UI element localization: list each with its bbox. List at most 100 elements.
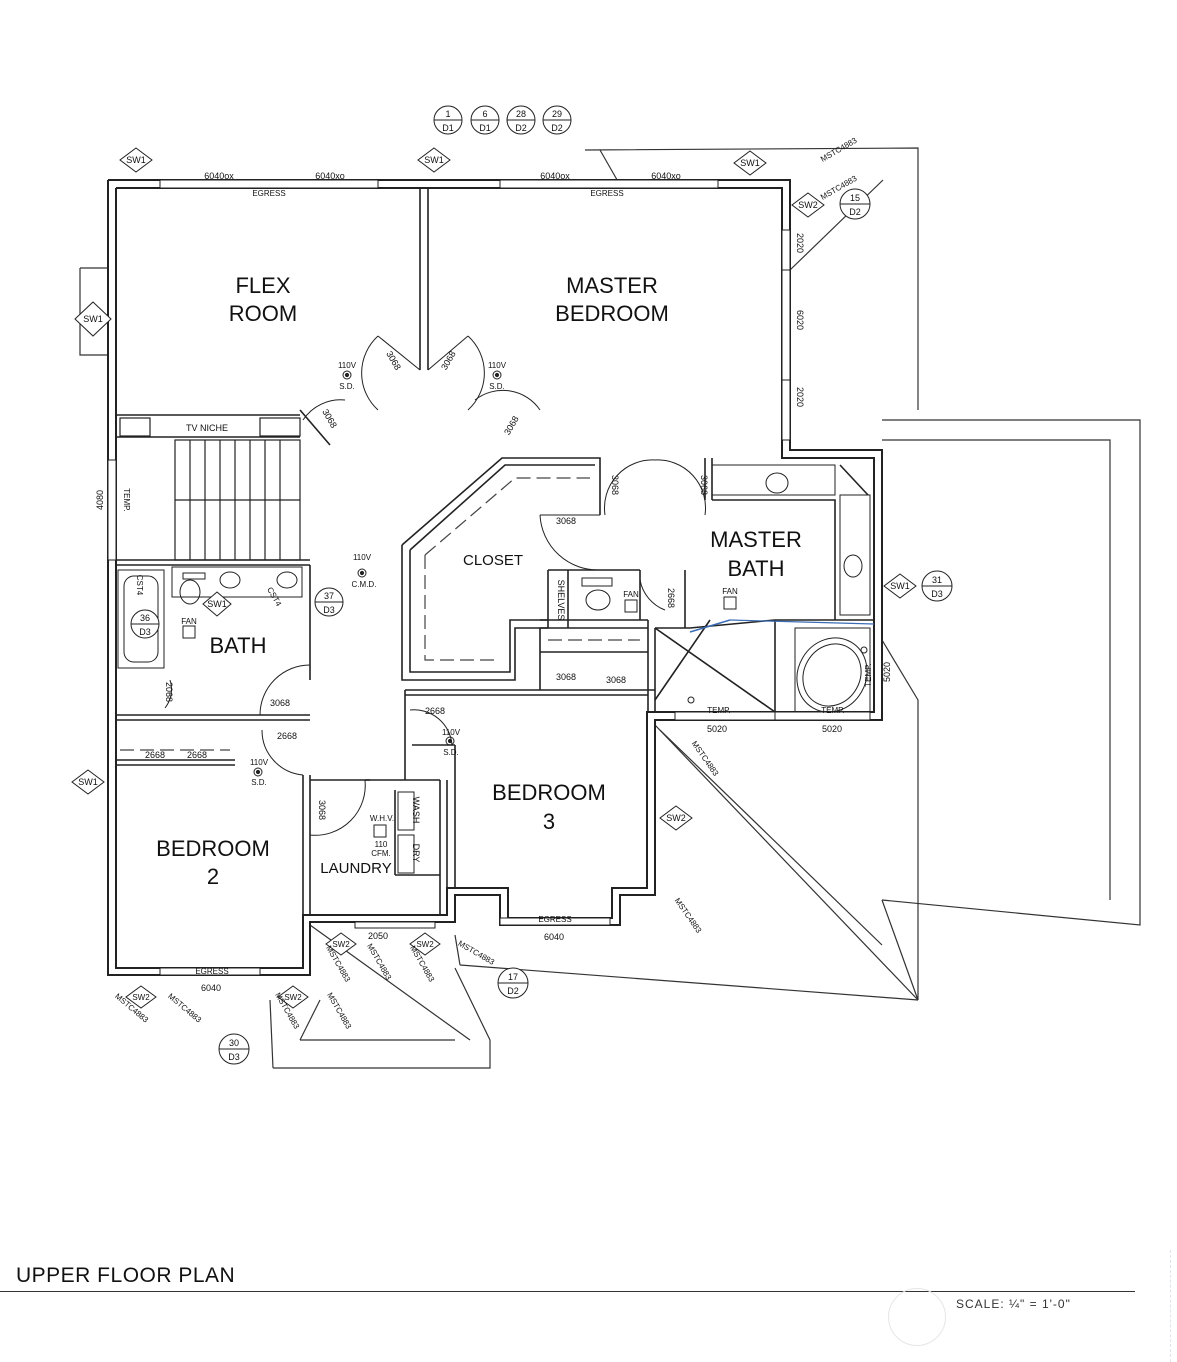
strap-labels: MSTC4883 MSTC4883 MSTC4883 MSTC4883 MSTC… (113, 136, 859, 1031)
cmd-label: C.M.D. (352, 580, 377, 589)
laundry-label: LAUNDRY (320, 860, 391, 877)
temp-label-tub: TEMP. (821, 706, 844, 715)
shear-wall-tags (71, 147, 917, 1009)
mstc-12: MSTC4883 (325, 991, 353, 1031)
sw2-tag-4: SW2 (416, 940, 434, 949)
detail-callouts (130, 105, 953, 1065)
callout-31-num: 31 (932, 575, 942, 585)
door-2668-closet-a: 2668 (145, 750, 165, 760)
win-2050: 2050 (368, 931, 388, 941)
volt-label-2: 110V (488, 361, 507, 370)
door-3068-stair: 3068 (320, 407, 339, 429)
callout-28-num: 28 (516, 109, 526, 119)
fan-label-master-bath: FAN (722, 587, 738, 596)
door-3068-bath: 3068 (270, 698, 290, 708)
egress-label-bed2: EGRESS (195, 967, 228, 976)
door-3068-mb2: 3068 (699, 475, 709, 495)
plumbing-fixtures (117, 464, 871, 874)
master-bedroom-label-1: MASTER (566, 273, 658, 298)
bedroom-2-label-2: 2 (207, 864, 219, 889)
callout-30-sheet: D3 (228, 1052, 240, 1062)
sw1-tag-2: SW1 (424, 155, 444, 165)
detail-callout-text: 1 D1 6 D1 28 D2 29 D2 15 D2 31 D3 36 D3 … (139, 109, 943, 1062)
win-6020: 6020 (795, 310, 805, 330)
callout-1-num: 1 (445, 109, 450, 119)
callout-36-num: 36 (140, 613, 150, 623)
sw1-tag-7: SW1 (78, 777, 98, 787)
edge-mark (1170, 1250, 1177, 1362)
whv-label: W.H.V. (370, 814, 394, 823)
flex-room-label-1: FLEX (235, 273, 290, 298)
cst4-label-1: CST4 (135, 575, 144, 596)
title-rule (0, 1291, 1135, 1292)
cfm-label: CFM. (371, 849, 391, 858)
mstc-4: MSTC4883 (673, 896, 704, 935)
win-6040ox-2: 6040ox (540, 171, 570, 181)
wash-label: WASH (411, 797, 421, 824)
fan-label-bath: FAN (181, 617, 197, 626)
door-2668-bed3: 2668 (425, 706, 445, 716)
sw2-tag-6: SW2 (284, 993, 302, 1002)
door-3068-master: 3068 (439, 349, 458, 371)
egress-label-bed3: EGRESS (538, 915, 571, 924)
exterior-walls (107, 179, 883, 976)
temp-label-stair: TEMP. (122, 488, 131, 511)
callout-36-sheet: D3 (139, 627, 151, 637)
callout-29-num: 29 (552, 109, 562, 119)
callout-15-sheet: D2 (849, 207, 861, 217)
scale-note: SCALE: ¼" = 1'-0" (956, 1297, 1071, 1311)
mstc-3: MSTC4883 (690, 739, 721, 778)
tv-niche-label: TV NICHE (186, 423, 228, 433)
callout-1-sheet: D1 (442, 123, 454, 133)
door-2668-bed2: 2668 (277, 731, 297, 741)
callout-17-sheet: D2 (507, 986, 519, 996)
win-6040xo-1: 6040xo (315, 171, 345, 181)
volt-label-5: 110V (250, 758, 269, 767)
interior-walls (116, 188, 874, 915)
win-6040-bed3: 6040 (544, 932, 564, 942)
bath-label: BATH (209, 633, 266, 658)
sw1-tag-3: SW1 (740, 158, 760, 168)
door-3068-bed3a: 3068 (556, 672, 576, 682)
sw2-tag-5: SW2 (132, 993, 150, 1002)
door-3068-laundry: 3068 (317, 800, 327, 820)
sd-label-5: S.D. (251, 778, 267, 787)
mstc-7: MSTC4883 (365, 942, 393, 982)
win-5020-3: 5020 (882, 662, 892, 682)
bedroom-2-label-1: BEDROOM (156, 836, 270, 861)
door-2668-closet-b: 2668 (187, 750, 207, 760)
watermark-mark (888, 1288, 946, 1346)
closet-shelves (120, 477, 640, 751)
sd-label-1: S.D. (339, 382, 355, 391)
callout-17-num: 17 (508, 972, 518, 982)
sd-label-2: S.D. (489, 382, 505, 391)
cfm-value-label: 110 (375, 840, 388, 849)
closet-label: CLOSET (463, 552, 523, 569)
callout-28-sheet: D2 (515, 123, 527, 133)
callout-30-num: 30 (229, 1038, 239, 1048)
egress-label-flex: EGRESS (252, 189, 285, 198)
shelves-label: SHELVES (556, 580, 566, 621)
sw1-tag-4: SW1 (83, 314, 103, 324)
door-3068-bed3b: 3068 (606, 675, 626, 685)
drawing-title: UPPER FLOOR PLAN (16, 1264, 236, 1287)
door-3068-flex: 3068 (384, 349, 403, 371)
temp-label-tub-side: TEMP. (864, 663, 873, 686)
master-bath-label-2: BATH (727, 556, 784, 581)
win-5020-2: 5020 (822, 724, 842, 734)
callout-29-sheet: D2 (551, 123, 563, 133)
win-2020-1: 2020 (795, 233, 805, 253)
callout-37-num: 37 (324, 591, 334, 601)
windows (107, 179, 871, 976)
door-3068-master-b: 3068 (502, 414, 521, 436)
master-bedroom-label-2: BEDROOM (555, 301, 669, 326)
win-5020-1: 5020 (707, 724, 727, 734)
callout-6-sheet: D1 (479, 123, 491, 133)
volt-label-4: 110V (442, 728, 461, 737)
shower-glass (689, 619, 731, 633)
room-labels: FLEX ROOM MASTER BEDROOM MASTER BATH CLO… (156, 273, 802, 889)
fixture-labels: TV NICHE SHELVES WASH DRY W.H.V. 110 CFM… (122, 189, 873, 976)
roof-outlines (79, 147, 1141, 1069)
sw1-tag-6: SW1 (890, 581, 910, 591)
